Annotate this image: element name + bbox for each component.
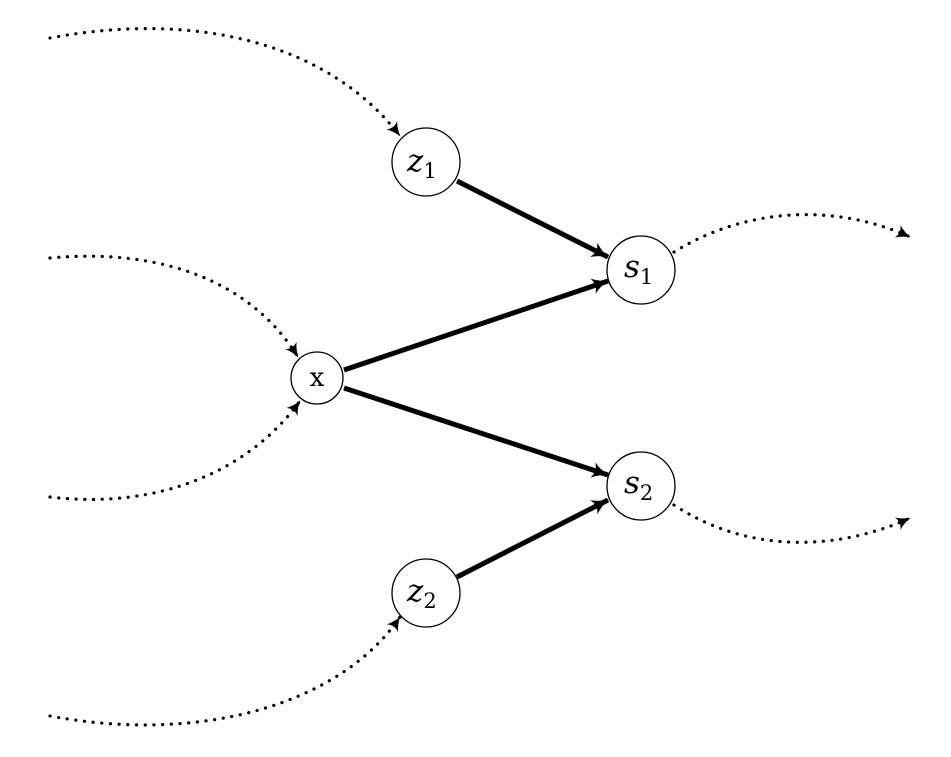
dotted-edge-into-z2 <box>48 615 402 727</box>
node-s1-subscript: 1 <box>640 265 653 289</box>
edge-x-to-s1 <box>343 278 609 373</box>
svg-text:s2: s2 <box>624 465 653 505</box>
node-z1-subscript: 1 <box>423 159 436 183</box>
edge-z1-to-s1 <box>455 178 610 260</box>
node-s2-subscript: 2 <box>640 481 653 505</box>
svg-text:s1: s1 <box>624 249 653 289</box>
node-x-symbol: x <box>310 363 325 393</box>
edge-z2-to-s2 <box>455 497 610 580</box>
dotted-edge-into-z1 <box>48 27 402 138</box>
node-z2-subscript: 2 <box>423 589 436 613</box>
node-s2-symbol: s <box>624 465 640 501</box>
dotted-edge-out-of-s1 <box>672 213 912 254</box>
edge-x-to-s2 <box>343 385 609 478</box>
node-x: x <box>290 351 344 405</box>
node-s1: s1 <box>606 235 676 305</box>
node-z1: z1 <box>391 127 461 197</box>
dotted-edge-out-of-s2 <box>672 503 912 544</box>
node-s1-symbol: s <box>624 249 640 285</box>
dotted-edge-into-x-upper <box>48 254 300 359</box>
node-z2-symbol: z <box>406 573 424 609</box>
svg-text:z2: z2 <box>406 573 437 613</box>
node-s2: s2 <box>606 451 676 521</box>
node-z1-symbol: z <box>406 143 424 179</box>
node-z2: z2 <box>391 558 461 628</box>
dotted-edge-into-x-lower <box>48 399 302 502</box>
svg-text:z1: z1 <box>406 143 437 183</box>
